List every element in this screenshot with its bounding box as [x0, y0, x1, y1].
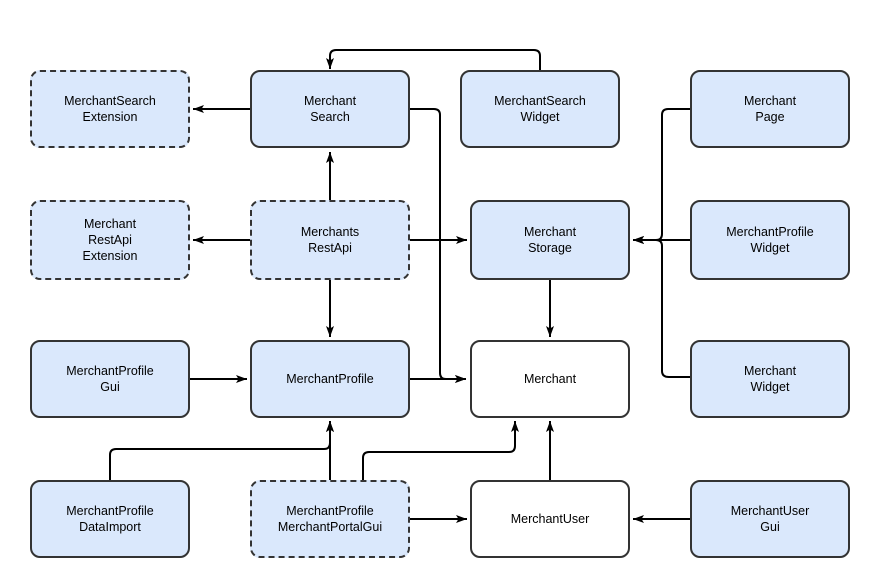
node-merchant-profile-widget[interactable]: MerchantProfile Widget — [690, 200, 850, 280]
node-label: MerchantProfile DataImport — [66, 504, 154, 534]
node-label: MerchantProfile MerchantPortalGui — [277, 504, 383, 534]
node-merchant-search-extension[interactable]: MerchantSearch Extension — [30, 70, 190, 148]
node-merchant-storage[interactable]: Merchant Storage — [470, 200, 630, 280]
node-label: MerchantProfile Widget — [726, 225, 814, 255]
node-label: Merchant Page — [743, 94, 797, 124]
node-merchants-rest-api[interactable]: Merchants RestApi — [250, 200, 410, 280]
edge-merchant-profile-merchant-portal-gui-to-merchant — [362, 421, 519, 480]
node-label: MerchantProfile — [286, 372, 374, 386]
node-label: MerchantUser — [510, 512, 590, 526]
edge-merchant-profile-data-import-to-merchant-profile — [109, 421, 334, 480]
node-label: MerchantUser Gui — [730, 504, 810, 534]
edge-merchant-search-to-merchant — [410, 108, 466, 383]
node-merchant[interactable]: Merchant — [470, 340, 630, 418]
node-merchant-search[interactable]: Merchant Search — [250, 70, 410, 148]
node-label: MerchantSearch Widget — [494, 94, 586, 124]
node-merchant-user[interactable]: MerchantUser — [470, 480, 630, 558]
node-merchant-rest-api-extension[interactable]: Merchant RestApi Extension — [30, 200, 190, 280]
node-label: MerchantSearch Extension — [64, 94, 156, 124]
edge-merchant-widget-to-merchant-storage — [633, 236, 690, 378]
node-merchant-profile[interactable]: MerchantProfile — [250, 340, 410, 418]
edge-merchant-page-to-merchant-storage — [633, 108, 690, 244]
node-label: Merchant Widget — [743, 364, 797, 394]
node-label: MerchantProfile Gui — [66, 364, 154, 394]
node-merchant-widget[interactable]: Merchant Widget — [690, 340, 850, 418]
node-label: Merchant RestApi Extension — [82, 217, 138, 263]
node-merchant-page[interactable]: Merchant Page — [690, 70, 850, 148]
node-merchant-profile-gui[interactable]: MerchantProfile Gui — [30, 340, 190, 418]
node-label: Merchant — [523, 372, 577, 386]
node-label: Merchant Search — [303, 94, 357, 124]
node-merchant-user-gui[interactable]: MerchantUser Gui — [690, 480, 850, 558]
node-merchant-search-widget[interactable]: MerchantSearch Widget — [460, 70, 620, 148]
edge-merchant-search-widget-to-merchant-search — [326, 49, 541, 70]
node-merchant-profile-merchant-portal-gui[interactable]: MerchantProfile MerchantPortalGui — [250, 480, 410, 558]
node-merchant-profile-data-import[interactable]: MerchantProfile DataImport — [30, 480, 190, 558]
node-label: Merchants RestApi — [300, 225, 360, 255]
node-label: Merchant Storage — [523, 225, 577, 255]
